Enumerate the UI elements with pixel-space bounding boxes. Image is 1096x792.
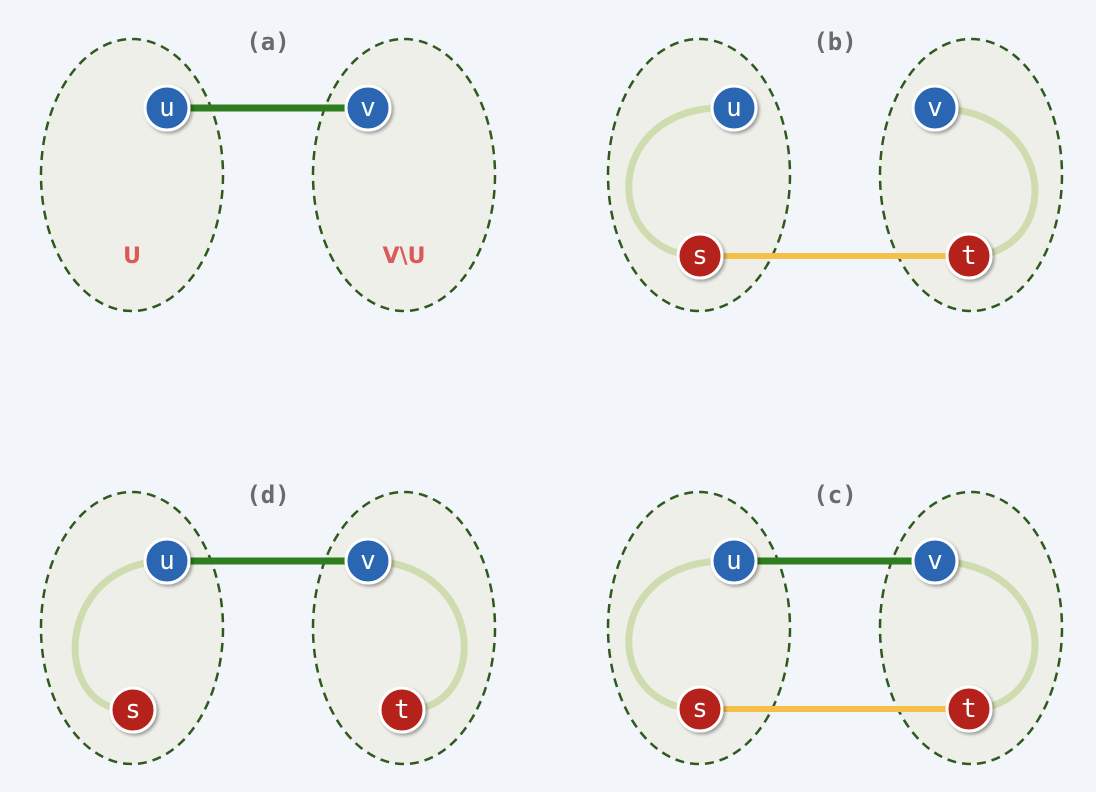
node-s (676, 685, 724, 733)
node-s-label: s (692, 241, 708, 271)
node-u (143, 537, 191, 585)
set-u-label: U (123, 244, 141, 269)
node-u-label: u (159, 93, 175, 123)
node-t-label: t (394, 695, 410, 725)
panel-a: (a) u v U V\U (39, 28, 497, 313)
panel-c: (c) u v s t (606, 481, 1064, 766)
node-v (911, 84, 959, 132)
node-u-label: u (726, 93, 742, 123)
path-v-t (364, 557, 468, 714)
set-v-minus-u-region (311, 37, 497, 313)
path-v-t (931, 104, 1039, 260)
panel-b: (b) u v s t (606, 28, 1064, 313)
node-t (378, 686, 426, 734)
panel-d-title: (d) (246, 481, 289, 509)
node-v-label: v (360, 93, 376, 123)
path-v-t (931, 557, 1039, 713)
node-s-label: s (692, 694, 708, 724)
node-t-label: t (961, 241, 977, 271)
node-t (945, 232, 993, 280)
node-u-label: u (159, 546, 175, 576)
panel-c-title: (c) (813, 481, 856, 509)
node-u (710, 537, 758, 585)
node-v (344, 84, 392, 132)
node-s (676, 232, 724, 280)
panel-a-title: (a) (246, 28, 289, 56)
node-u (143, 84, 191, 132)
node-s-label: s (125, 695, 141, 725)
node-u (710, 84, 758, 132)
path-u-s (625, 557, 738, 713)
panel-b-title: (b) (813, 28, 856, 56)
panel-d: (d) u v s t (39, 481, 497, 766)
node-t-label: t (961, 694, 977, 724)
node-v (911, 537, 959, 585)
path-u-s (625, 104, 738, 260)
node-s (109, 686, 157, 734)
node-u-label: u (726, 546, 742, 576)
node-v (344, 537, 392, 585)
path-u-s (71, 557, 171, 714)
set-u-region (39, 37, 225, 313)
node-t (945, 685, 993, 733)
node-v-label: v (927, 93, 943, 123)
node-v-label: v (360, 546, 376, 576)
node-v-label: v (927, 546, 943, 576)
set-v-minus-u-label: V\U (383, 244, 426, 269)
